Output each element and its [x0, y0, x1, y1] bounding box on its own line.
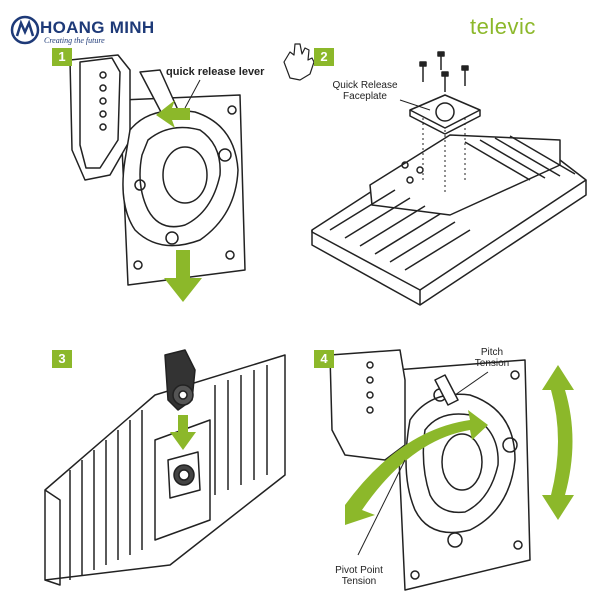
step2-illustration — [311, 51, 587, 306]
brand-logo — [10, 14, 160, 46]
pivot-point-tension-label: Pivot Point Tension — [335, 565, 383, 587]
step-badge-1: 1 — [52, 48, 72, 66]
vertical-curved-arrow-icon — [542, 365, 574, 520]
step-badge-4: 4 — [314, 350, 334, 368]
hand-pointer-icon — [283, 43, 315, 81]
step3-down-arrow-icon — [170, 415, 196, 450]
brand-tagline: Creating the future — [44, 36, 105, 45]
step4-illustration — [329, 349, 531, 591]
pitch-tension-label: Pitch Tension — [474, 347, 510, 369]
televic-logo: televic — [470, 14, 536, 39]
brand-name: HOANG MINH — [40, 18, 155, 37]
step1-lever-arrow — [156, 100, 190, 128]
down-arrow-icon — [164, 250, 202, 302]
step-badge-3: 3 — [52, 350, 72, 368]
quick-release-faceplate-label: Quick Release Faceplate — [332, 80, 398, 102]
hoang-minh-emblem-icon — [10, 15, 40, 45]
step3-illustration — [44, 349, 286, 586]
step1-illustration — [69, 54, 246, 286]
screw-icon — [419, 51, 469, 92]
curved-arrow-icon — [345, 410, 488, 525]
quick-release-lever-label: quick release lever — [166, 66, 265, 78]
step-badge-2: 2 — [314, 48, 334, 66]
